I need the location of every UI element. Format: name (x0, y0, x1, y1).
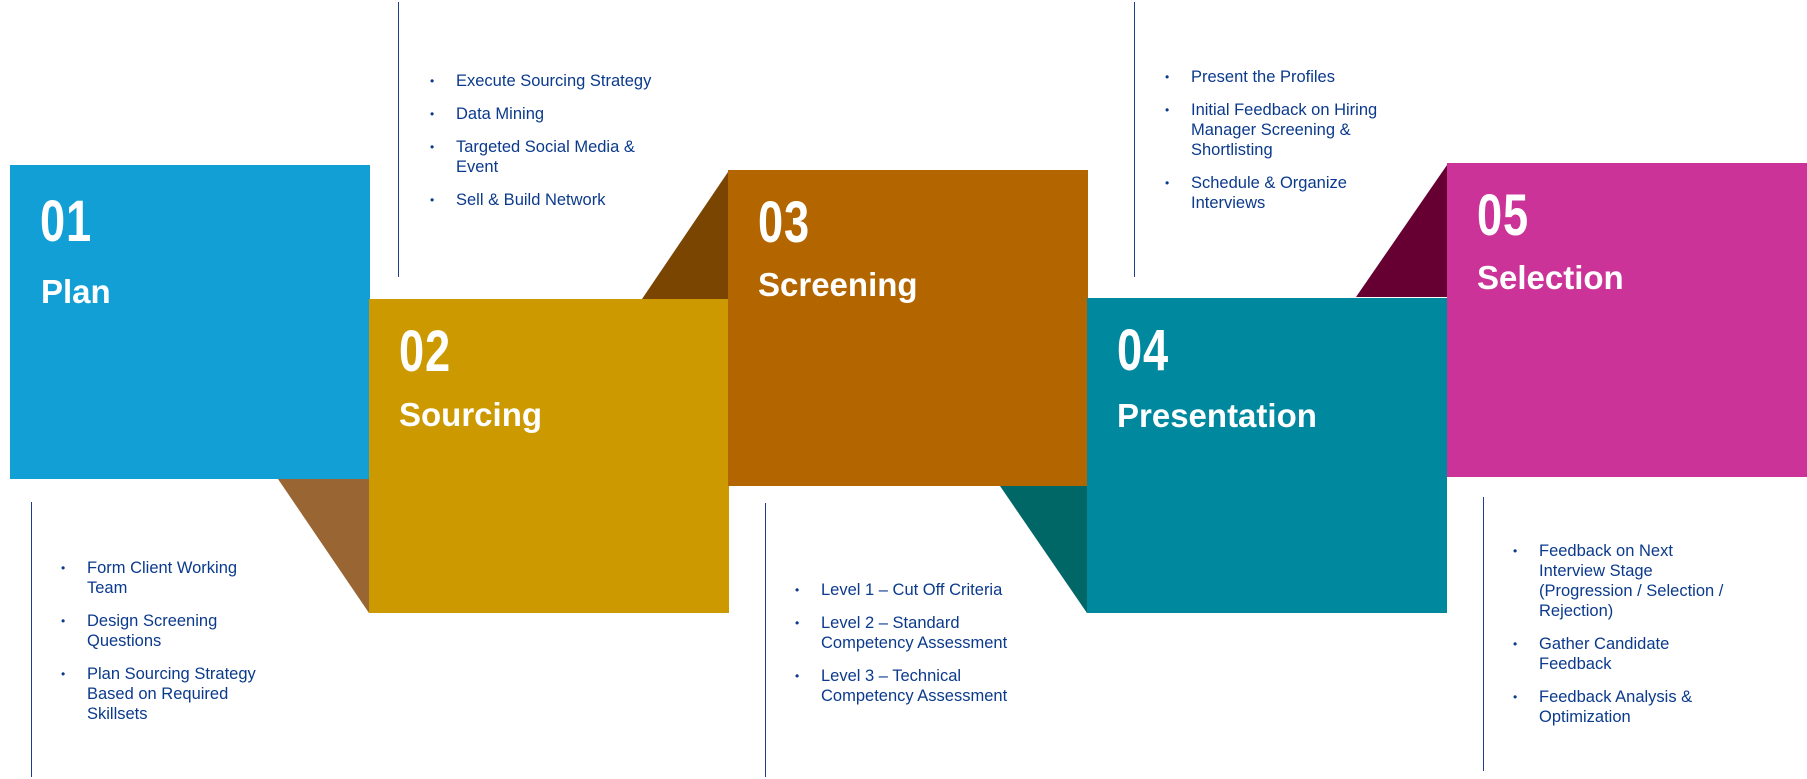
bullet-icon: • (795, 616, 800, 630)
list-item: • Schedule & Organize Interviews (1165, 173, 1387, 213)
bullet-icon: • (61, 667, 66, 681)
list-item: • Level 1 – Cut Off Criteria (795, 580, 1025, 600)
task-text: Design Screening Questions (87, 612, 218, 650)
task-text: Plan Sourcing Strategy Based on Required… (87, 665, 256, 723)
stage-number: 03 (758, 190, 810, 255)
stage-presentation-box: 04 Presentation (1087, 298, 1447, 613)
bullet-icon: • (430, 107, 435, 121)
bullet-icon: • (430, 74, 435, 88)
task-text: Gather Candidate Feedback (1539, 635, 1670, 673)
presentation-task-list: • Present the Profiles • Initial Feedback … (1165, 67, 1387, 226)
bullet-icon: • (61, 614, 66, 628)
stage-screening-box: 03 Screening (728, 170, 1088, 486)
bullet-icon: • (430, 140, 435, 154)
screening-task-list: • Level 1 – Cut Off Criteria • Level 2 – S… (795, 580, 1025, 719)
sourcing-task-list: •Execute Sourcing Strategy •Data Mining … (430, 71, 660, 223)
stage-title: Plan (41, 273, 111, 310)
stage-title: Sourcing (399, 396, 543, 433)
task-text: Feedback Analysis & Optimization (1539, 688, 1693, 726)
bullet-icon: • (1513, 637, 1518, 651)
stage-plan-box: 01 Plan (10, 165, 370, 479)
bullet-icon: • (1165, 70, 1170, 84)
stage-selection-box: 05 Selection (1447, 163, 1807, 477)
list-item: • Sell & Build Network (430, 190, 660, 210)
bullet-icon: • (1165, 103, 1170, 117)
list-item: • Design Screening Questions (61, 611, 261, 651)
stage-number: 02 (399, 319, 451, 384)
task-text: Targeted Social Media & Event (456, 138, 635, 176)
list-item: • Level 3 – Technical Competency Assessme… (795, 666, 1025, 706)
list-item: • Plan Sourcing Strategy Based on Require… (61, 664, 261, 724)
task-text: Level 3 – Technical Competency Assessmen… (821, 667, 1008, 705)
stage-number: 01 (40, 189, 92, 254)
list-item: • Feedback on Next Interview Stage (Progr… (1513, 541, 1743, 621)
task-text: Data Mining (456, 105, 545, 123)
task-text: Execute Sourcing Strategy (456, 72, 652, 90)
task-text: Feedback on Next Interview Stage (Progre… (1539, 542, 1724, 620)
task-text: Present the Profiles (1191, 68, 1335, 86)
divider-selection (1483, 497, 1484, 771)
bullet-icon: • (430, 193, 435, 207)
task-text: Level 2 – Standard Competency Assessment (821, 614, 1008, 652)
list-item: • Level 2 – Standard Competency Assessmen… (795, 613, 1025, 653)
task-text: Initial Feedback on Hiring Manager Scree… (1191, 101, 1378, 159)
fold-presentation-selection (1356, 165, 1447, 297)
divider-sourcing (398, 2, 399, 277)
divider-plan (31, 502, 32, 777)
bullet-icon: • (1513, 690, 1518, 704)
stage-title: Selection (1477, 259, 1624, 296)
bullet-icon: • (795, 583, 800, 597)
stage-number: 04 (1117, 318, 1169, 383)
task-text: Level 1 – Cut Off Criteria (821, 581, 1003, 599)
list-item: • Targeted Social Media & Event (430, 137, 660, 177)
list-item: • Feedback Analysis & Optimization (1513, 687, 1743, 727)
list-item: • Form Client Working Team (61, 558, 261, 598)
selection-task-list: • Feedback on Next Interview Stage (Progr… (1513, 541, 1743, 740)
fold-screening-presentation (1000, 486, 1087, 613)
bullet-icon: • (61, 561, 66, 575)
fold-plan-sourcing (278, 479, 369, 613)
fold-sourcing-screening (642, 172, 728, 299)
list-item: • Present the Profiles (1165, 67, 1387, 87)
task-text: Form Client Working Team (87, 559, 238, 597)
stage-sourcing-box: 02 Sourcing (369, 299, 729, 613)
stage-title: Presentation (1117, 397, 1317, 434)
bullet-icon: • (795, 669, 800, 683)
list-item: • Initial Feedback on Hiring Manager Scre… (1165, 100, 1387, 160)
plan-task-list: • Form Client Working Team • Design Screen… (61, 558, 261, 737)
stage-title: Screening (758, 266, 918, 303)
list-item: • Execute Sourcing Strategy (430, 71, 660, 91)
task-text: Schedule & Organize Interviews (1191, 174, 1347, 212)
list-item: • Gather Candidate Feedback (1513, 634, 1743, 674)
task-text: Sell & Build Network (456, 191, 606, 209)
bullet-icon: • (1165, 176, 1170, 190)
divider-screening (765, 503, 766, 777)
list-item: • Data Mining (430, 104, 660, 124)
bullet-icon: • (1513, 544, 1518, 558)
divider-presentation (1134, 2, 1135, 277)
stage-number: 05 (1477, 183, 1529, 248)
